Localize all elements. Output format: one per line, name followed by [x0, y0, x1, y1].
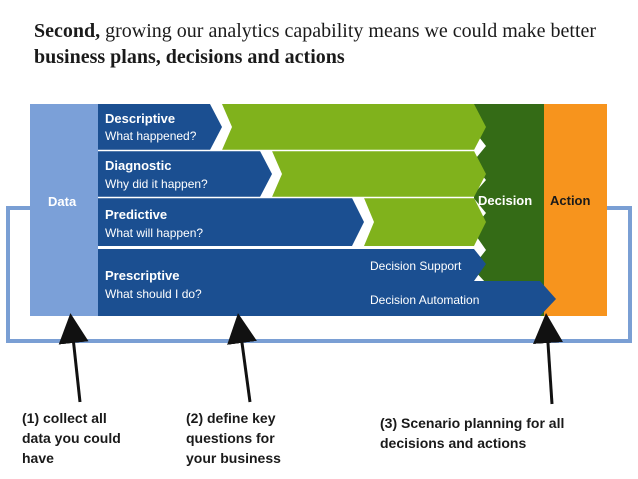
row-title-diagnostic: Diagnostic — [105, 158, 171, 173]
data-panel — [30, 104, 98, 316]
row-title-descriptive: Descriptive — [105, 111, 175, 126]
row-subtitle-prescriptive: What should I do? — [105, 287, 202, 301]
note-define-line-3: your business — [186, 450, 281, 466]
note-define-line-2: questions for — [186, 430, 275, 446]
note-collect: (1) collect all data you could have — [22, 408, 121, 468]
pointer-arrow-3 — [533, 313, 563, 405]
green-arrow-2 — [272, 151, 486, 197]
row-descriptive — [98, 104, 222, 150]
page-title: Second, growing our analytics capability… — [34, 18, 624, 70]
decision-support-label: Decision Support — [370, 259, 462, 273]
note-define-line-1: (2) define key — [186, 410, 276, 426]
row-subtitle-descriptive: What happened? — [105, 129, 197, 143]
decision-automation-label: Decision Automation — [370, 293, 479, 307]
note-scenario-line-2: decisions and actions — [380, 435, 527, 451]
note-collect-line-2: data you could — [22, 430, 121, 446]
action-panel — [542, 104, 607, 316]
note-define: (2) define key questions for your busine… — [186, 408, 281, 468]
row-subtitle-diagnostic: Why did it happen? — [105, 177, 208, 191]
title-tail-bold: business plans, decisions and actions — [34, 46, 345, 68]
note-collect-line-1: (1) collect all — [22, 410, 107, 426]
row-prescriptive-top — [98, 249, 486, 281]
feedback-loop-line — [6, 206, 632, 343]
data-label: Data — [48, 194, 77, 209]
green-arrow-3 — [364, 198, 486, 246]
note-scenario-line-1: (3) Scenario planning for all — [380, 415, 565, 431]
title-lead-text: growing our analytics capability means w… — [100, 20, 597, 42]
note-scenario: (3) Scenario planning for all decisions … — [380, 413, 564, 453]
green-arrow-1 — [222, 104, 486, 150]
row-title-prescriptive: Prescriptive — [105, 268, 179, 283]
note-collect-line-3: have — [22, 450, 54, 466]
action-label: Action — [550, 193, 591, 208]
decision-panel — [472, 104, 544, 316]
decision-label: Decision — [478, 193, 532, 208]
row-prescriptive-bottom — [98, 281, 556, 316]
pointer-arrow-2 — [227, 313, 257, 403]
row-predictive — [98, 198, 364, 246]
row-diagnostic — [98, 151, 272, 197]
row-subtitle-predictive: What will happen? — [105, 226, 203, 240]
pointer-arrow-1 — [58, 313, 89, 403]
title-lead-bold: Second, — [34, 20, 101, 42]
row-title-predictive: Predictive — [105, 207, 167, 222]
